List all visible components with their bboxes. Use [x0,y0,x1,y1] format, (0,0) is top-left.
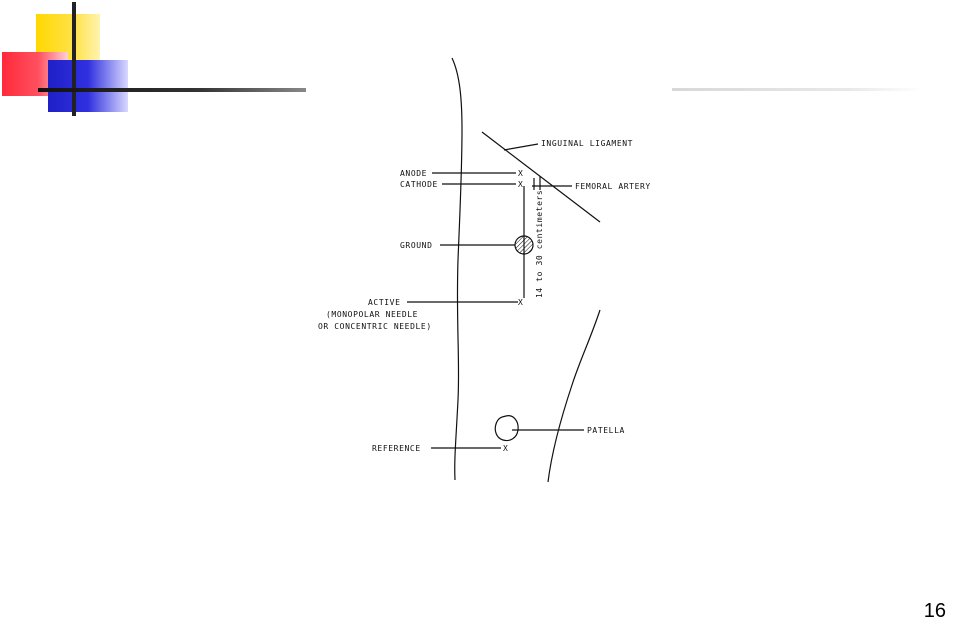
label-active: ACTIVE [368,298,401,307]
patella-outline [494,415,519,442]
decor-vertical-line [72,2,76,116]
anode-electrode-mark: X [518,169,523,178]
label-femoral-artery: FEMORAL ARTERY [575,182,651,191]
label-distance: 14 to 30 centimeters [535,190,544,298]
label-reference: REFERENCE [372,444,421,453]
ground-electrode [514,235,534,255]
label-inguinal-ligament: INGUINAL LIGAMENT [541,139,633,148]
reference-electrode-mark: X [503,444,508,453]
leg-outline-left [451,57,463,481]
page-number: 16 [923,600,946,622]
label-active-monopolar: (MONOPOLAR NEEDLE [326,310,418,319]
inguinal-ligament-line [481,131,601,223]
label-anode: ANODE [400,169,427,178]
decor-blue-square [48,60,128,112]
inguinal-ligament-leader [503,143,539,151]
label-cathode: CATHODE [400,180,438,189]
leg-outline-right [547,309,601,483]
label-patella: PATELLA [587,426,625,435]
label-ground: GROUND [400,241,433,250]
label-active-concentric: OR CONCENTRIC NEEDLE) [318,322,432,331]
active-electrode-mark: X [518,298,523,307]
cathode-electrode-mark: X [518,180,523,189]
title-rule-left [38,88,306,92]
title-rule-right [672,88,924,91]
